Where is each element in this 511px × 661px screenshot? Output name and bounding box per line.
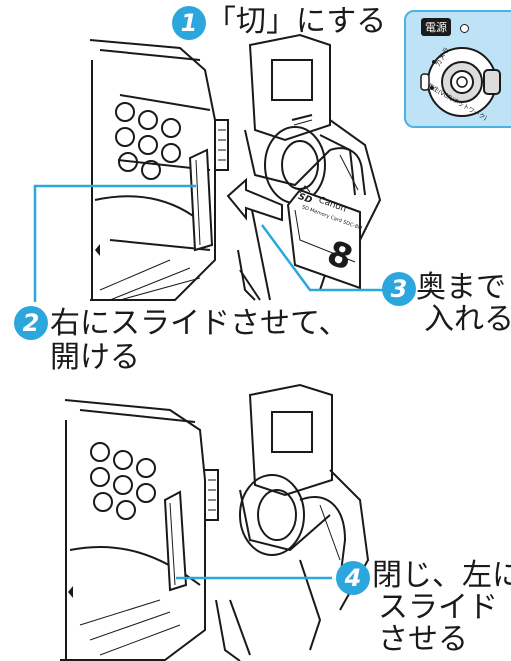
step-4-line1: 閉じ、左に <box>372 558 511 593</box>
step-3-line2: 入れる <box>424 302 511 337</box>
leader-line-2 <box>33 184 196 302</box>
step-2-line1: 右にスライドさせて、 <box>50 306 349 341</box>
step-4-line3: させる <box>378 622 468 657</box>
step-3-number: 3 <box>382 272 416 306</box>
power-indicator-dot <box>460 24 469 33</box>
card-slot-cover-top <box>188 148 214 252</box>
insert-arrow <box>226 177 283 222</box>
camcorder-bottom <box>60 383 370 661</box>
step-2-number: 2 <box>14 306 48 340</box>
step-3-line1: 奥まで <box>416 270 506 305</box>
step-1-number: 1 <box>172 6 206 40</box>
power-label: 電源 <box>421 18 451 36</box>
step-4-line2: スライド <box>378 590 498 625</box>
step-1-text: 「切」にする <box>206 4 387 39</box>
step-4-number: 4 <box>336 561 370 595</box>
sd-card <box>286 185 361 290</box>
power-dial <box>420 47 501 117</box>
power-switch-inset: 電源 カメラ 再生(VCR/ネットワーク) <box>404 10 511 128</box>
leader-line-3 <box>260 224 385 292</box>
card-slot-cover-bottom <box>163 490 188 592</box>
step-2-line2: 開ける <box>50 340 140 375</box>
